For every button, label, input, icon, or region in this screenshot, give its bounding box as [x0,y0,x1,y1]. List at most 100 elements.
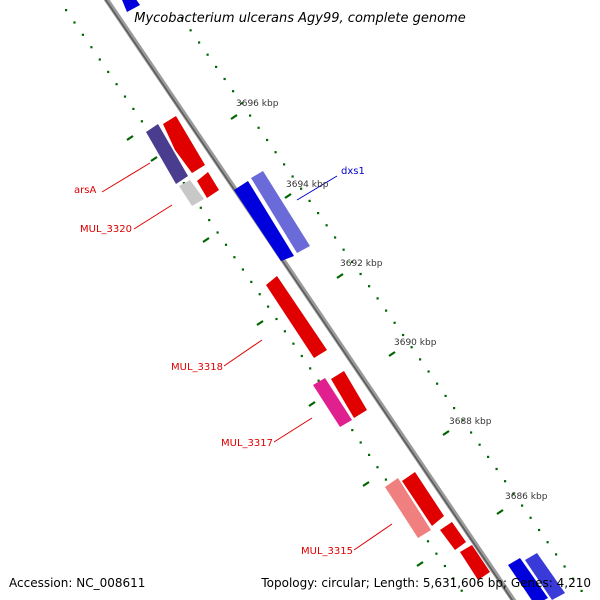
track-dot [334,236,337,239]
track-dot [189,29,192,32]
track-dot [81,33,84,36]
tick-mark [230,114,238,120]
track-dot [73,21,76,24]
track-dot [521,504,524,507]
track-dot [376,297,379,300]
map-title: Mycobacterium ulcerans Agy99, complete g… [134,11,466,26]
gene-block-bottom-blue[interactable] [508,558,548,600]
gene-block-arsA-reverse[interactable] [146,124,188,184]
track-dot [291,175,294,178]
outer-dot-track [181,17,583,592]
track-dot [98,58,101,61]
track-dot [478,443,481,446]
track-dot [275,317,278,321]
gene-block-MUL_3315-red[interactable] [402,472,444,526]
tick-mark [496,509,504,515]
gene-block-dxs1-shadow[interactable] [251,171,310,253]
track-dot [292,342,295,345]
track-dot [546,541,549,544]
track-dot [107,70,110,73]
genome-backbone-highlight [104,0,514,600]
track-dot [249,114,252,117]
gene-block-top-blue[interactable] [120,0,140,12]
gene-label-arsA[interactable]: arsA [74,185,96,196]
track-dot [385,309,388,312]
track-dot [402,333,405,337]
track-dot [436,382,439,385]
gene-label-MUL_3315[interactable]: MUL_3315 [301,546,353,557]
track-dot [572,577,575,580]
track-dot [461,419,464,422]
gene-block-MUL_3317[interactable] [313,378,352,427]
track-dot [215,65,218,68]
track-dot [208,219,211,222]
tick-mark [442,430,450,436]
tick-label-3690: 3690 kbp [394,338,437,348]
track-dot [216,231,219,234]
tick-mark [284,193,292,199]
tick-label-3692: 3692 kbp [340,259,383,269]
track-dot [580,589,583,592]
gene-block-arsA[interactable] [163,116,205,173]
gene-label-MUL_3317[interactable]: MUL_3317 [221,438,273,449]
gene-block-MUL_3318[interactable] [266,276,327,358]
gene-block-dxs1[interactable] [234,181,294,261]
track-dot [181,17,184,20]
track-dot [452,577,455,580]
track-dot [300,187,303,190]
track-dot [317,379,320,382]
track-dot [123,95,127,98]
track-dot [512,492,515,495]
track-dot [233,256,236,259]
track-dot [182,182,185,185]
tick-mark [388,351,396,357]
track-dot [240,102,243,105]
track-dot [132,107,135,110]
track-dot [90,46,93,49]
tick-labels: 3686 kbp 3688 kbp 3690 kbp 3692 kbp 3694… [236,99,548,502]
track-dot [368,285,371,288]
track-dot [427,370,430,373]
track-dot [359,441,362,444]
gene-block-MUL_3315[interactable] [385,478,431,538]
track-dot [258,293,261,296]
gene-block-MUL_3320[interactable] [179,180,204,206]
track-dot [384,478,387,481]
track-dot [504,480,507,483]
gene-block-small-red[interactable] [197,172,219,198]
track-dot [453,407,456,410]
track-dot [198,41,201,44]
track-dot [351,429,354,432]
tick-mark [416,561,424,567]
track-dot [495,467,498,471]
track-dot [563,565,566,568]
gene-block-MUL_3317-red[interactable] [331,371,367,418]
track-dot [444,394,447,397]
track-dot [283,163,286,166]
gene-label-MUL_3318[interactable]: MUL_3318 [171,362,223,373]
gene-label-dxs1[interactable]: dxs1 [341,166,365,177]
track-dot [393,321,396,324]
label-leader-lines [101,162,393,551]
track-dot [435,552,438,555]
track-dot [266,138,269,142]
track-dot [376,466,379,469]
track-dot [487,455,490,458]
gene-block-bottom-blue-2[interactable] [525,553,565,600]
gene-block-red-bottom[interactable] [460,545,490,580]
track-dot [351,260,354,263]
track-dot [529,516,532,519]
track-dot [267,305,270,308]
track-dot [224,243,228,246]
track-dot [317,212,320,215]
track-dot [199,206,202,209]
track-dot [300,354,303,358]
gene-label-MUL_3320[interactable]: MUL_3320 [80,224,132,235]
gene-block-red-lower[interactable] [440,522,466,550]
track-dot [309,367,312,370]
track-dot [368,453,371,456]
tick-mark [256,320,264,326]
tick-mark [362,481,370,487]
track-dot [274,151,277,154]
